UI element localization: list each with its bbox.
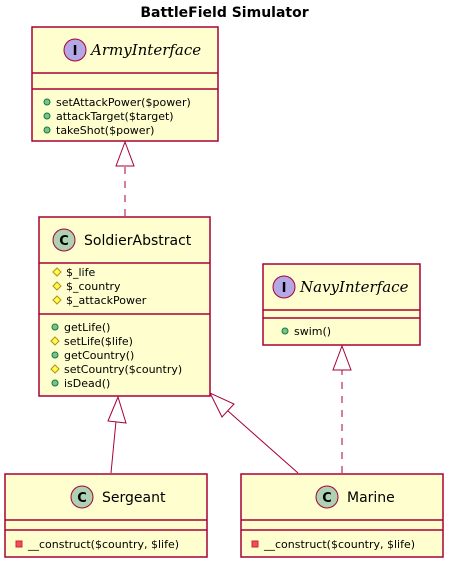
realization-arrowhead-navy — [332, 344, 352, 371]
class-box — [240, 473, 444, 558]
class-name: Marine — [347, 490, 395, 506]
public-visibility-icon — [51, 351, 59, 359]
method: setAttackPower($power) — [56, 96, 191, 109]
stereotype-letter: C — [322, 491, 332, 506]
public-visibility-icon — [43, 126, 51, 134]
class-badge-icon — [315, 485, 339, 509]
inheritance-arrowhead-marine — [208, 391, 235, 418]
class-navy-interface[interactable]: I NavyInterface swim() — [262, 263, 421, 346]
public-visibility-icon — [281, 327, 289, 335]
method: getLife() — [64, 321, 110, 334]
method: __construct($country, $life) — [27, 538, 179, 551]
method: setLife($life) — [64, 335, 133, 348]
class-army-interface[interactable]: I ArmyInterface setAttackPower($power) a… — [31, 26, 219, 142]
stereotype-letter: I — [282, 281, 287, 296]
class-name: NavyInterface — [299, 278, 409, 296]
public-visibility-icon — [51, 323, 59, 331]
class-soldier-abstract[interactable]: C SoldierAbstract $_life $_country $_att… — [38, 216, 211, 397]
public-visibility-icon — [43, 98, 51, 106]
protected-visibility-icon — [50, 336, 60, 346]
class-sergeant[interactable]: C Sergeant __construct($country, $life) — [4, 473, 208, 558]
field: $_life — [66, 266, 95, 279]
method: takeShot($power) — [56, 124, 154, 137]
class-box — [31, 26, 219, 142]
class-box — [262, 263, 421, 346]
protected-visibility-icon — [52, 281, 62, 291]
private-visibility-icon — [15, 540, 23, 548]
method: attackTarget($target) — [56, 110, 174, 123]
class-badge-icon — [70, 485, 94, 509]
public-visibility-icon — [43, 112, 51, 120]
method: swim() — [294, 325, 331, 338]
class-box — [4, 473, 208, 558]
relations — [107, 140, 352, 474]
field: $_attackPower — [66, 294, 147, 307]
diagram-title: BattleField Simulator — [140, 5, 308, 21]
stereotype-letter: I — [73, 44, 78, 59]
field: $_country — [66, 280, 121, 293]
private-visibility-icon — [251, 540, 259, 548]
method: getCountry() — [64, 349, 134, 362]
method: setCountry($country) — [64, 363, 182, 376]
inheritance-sergeant-soldier — [110, 420, 117, 474]
class-badge-icon — [52, 228, 76, 252]
class-name: Sergeant — [102, 490, 166, 506]
method: __construct($country, $life) — [263, 538, 415, 551]
stereotype-letter: C — [59, 234, 69, 249]
inheritance-arrowhead-sergeant — [107, 395, 127, 424]
inheritance-marine-soldier — [227, 410, 299, 474]
realization-arrowhead-army — [115, 140, 135, 167]
protected-visibility-icon — [52, 267, 62, 277]
class-marine[interactable]: C Marine __construct($country, $life) — [240, 473, 444, 558]
interface-badge-icon — [63, 38, 87, 62]
interface-badge-icon — [272, 275, 296, 299]
class-name: SoldierAbstract — [84, 233, 192, 249]
method: isDead() — [64, 377, 110, 390]
class-name: ArmyInterface — [89, 41, 201, 59]
protected-visibility-icon — [50, 364, 60, 374]
protected-visibility-icon — [52, 295, 62, 305]
public-visibility-icon — [51, 379, 59, 387]
stereotype-letter: C — [77, 491, 87, 506]
